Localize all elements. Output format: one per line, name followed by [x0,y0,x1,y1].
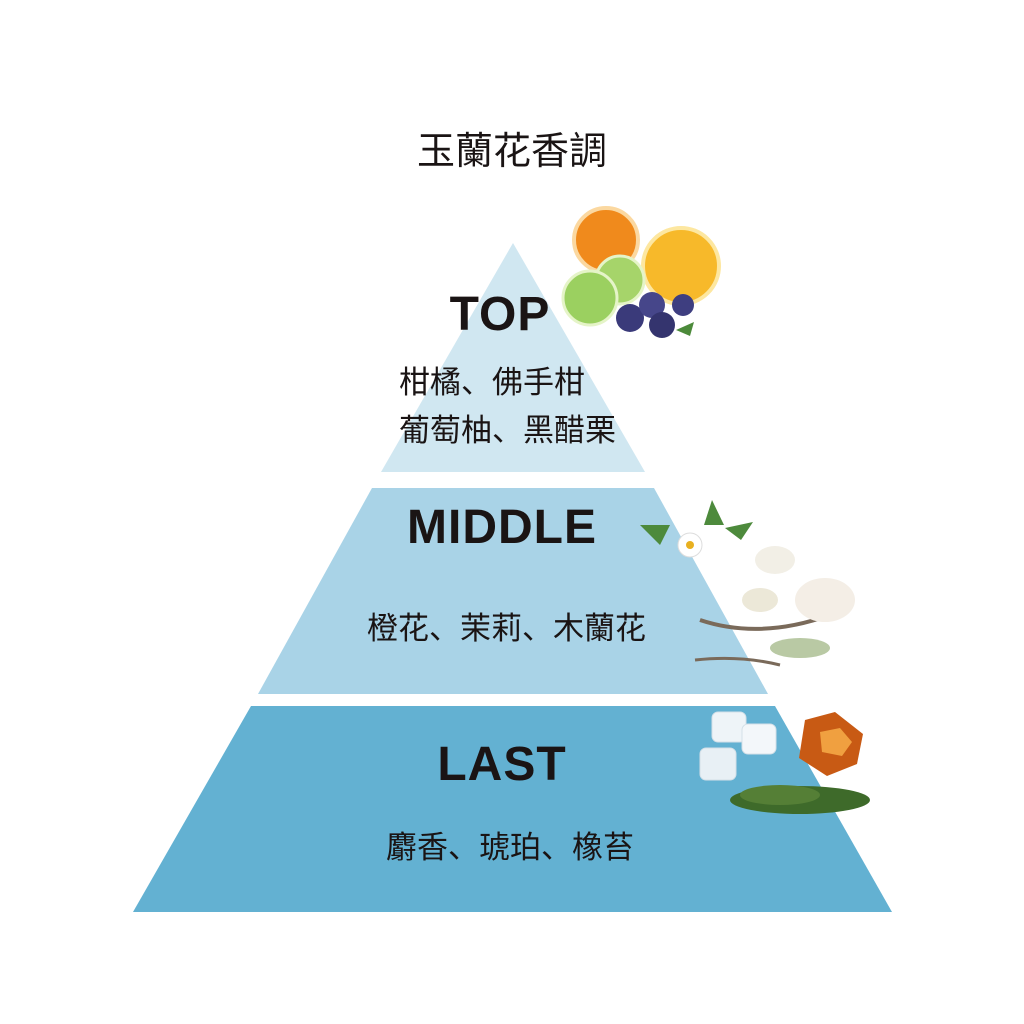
tier-top-label: TOP [449,288,551,341]
tier-middle-notes: 橙花、茉莉、木蘭花 [367,611,646,647]
tier-middle-shape [258,488,768,694]
citrus-fruit-icon [561,206,721,338]
amber-ice-moss-icon [699,711,870,814]
tier-top-shape [381,243,645,472]
tier-middle-label: MIDDLE [407,501,597,554]
tier-last-label: LAST [437,738,567,791]
tier-last-notes: 麝香、琥珀、橡苔 [386,830,634,866]
tier-top-notes: 柑橘、佛手柑 葡萄柚、黑醋栗 [399,359,616,455]
flower-branch-icon [640,500,855,667]
tier-top-note-line: 葡萄柚、黑醋栗 [399,413,616,449]
page-title: 玉蘭花香調 [416,129,607,173]
tier-top-note-line: 柑橘、佛手柑 [399,365,585,401]
